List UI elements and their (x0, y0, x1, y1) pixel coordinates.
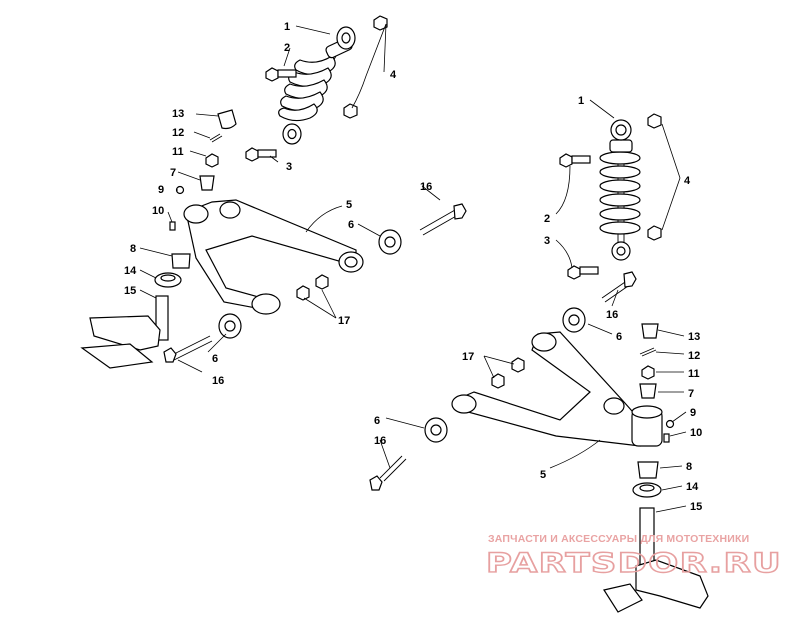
left-shock-nut-upper (373, 15, 388, 31)
left-callout-12: 12 (172, 127, 184, 139)
left-callout-4: 4 (390, 69, 397, 81)
left-bolt-16-lower (163, 335, 213, 363)
right-callout-16-lower: 16 (374, 435, 386, 447)
right-leader-lines (379, 99, 687, 513)
left-dust-cap (217, 109, 237, 130)
left-castle-nut (205, 153, 219, 168)
right-callout-13: 13 (688, 331, 700, 343)
left-callout-17: 17 (338, 315, 350, 327)
right-castle-nut (641, 365, 655, 380)
left-callout-7: 7 (170, 167, 176, 179)
right-callout-11: 11 (688, 368, 700, 380)
right-callout-6-lower: 6 (374, 415, 380, 427)
right-callout-3: 3 (544, 235, 550, 247)
right-callout-5: 5 (540, 469, 546, 481)
right-a-arm (451, 331, 663, 447)
left-nut-17-a (296, 285, 310, 301)
right-shock-absorber (599, 119, 641, 261)
right-shock-nut-upper (647, 113, 662, 129)
left-shock-absorber (278, 26, 356, 145)
right-bushing-7 (639, 383, 657, 399)
left-leader-lines (139, 23, 441, 373)
watermark-brand: PARTSDOR.RU (486, 548, 782, 579)
right-grease-fitting-9 (665, 419, 675, 429)
right-callout-10: 10 (690, 427, 702, 439)
right-bushing-6-lower (424, 417, 448, 443)
left-bushing-6-upper (378, 229, 402, 255)
left-callout-16-upper: 16 (420, 181, 432, 193)
left-callout-6-upper: 6 (348, 219, 354, 231)
right-callout-4: 4 (684, 175, 691, 187)
left-callout-5: 5 (346, 199, 352, 211)
right-callout-12: 12 (688, 350, 700, 362)
right-callout-14: 14 (686, 481, 699, 493)
left-callout-11: 11 (172, 146, 184, 158)
right-shock-bolt-lower (567, 265, 599, 280)
right-callout-16-upper: 16 (606, 309, 618, 321)
left-callout-14: 14 (124, 265, 137, 277)
right-steering-spindle (603, 507, 709, 613)
left-a-arm (183, 199, 364, 315)
right-callout-7: 7 (688, 388, 694, 400)
left-callout-10: 10 (152, 205, 164, 217)
right-callout-6-upper: 6 (616, 331, 622, 343)
left-cotter-pin (209, 133, 223, 143)
right-washer-14 (632, 482, 662, 498)
right-bushing-8 (637, 461, 659, 479)
left-bushing-6-lower (218, 313, 242, 339)
left-washer-14 (154, 272, 182, 288)
left-callout-6-lower: 6 (212, 353, 218, 365)
right-callout-2: 2 (544, 213, 550, 225)
right-shock-bolt-upper (559, 153, 591, 168)
left-shock-bolt-lower (245, 147, 277, 162)
right-callout-15: 15 (690, 501, 702, 513)
right-callout-17: 17 (462, 351, 474, 363)
left-callout-8: 8 (130, 243, 136, 255)
left-callout-3: 3 (286, 161, 292, 173)
right-callout-9: 9 (690, 407, 696, 419)
left-shock-bolt-upper (265, 67, 297, 82)
left-bolt-16-upper (419, 203, 467, 236)
right-shock-nut-lower (647, 225, 662, 241)
right-nut-17-b (491, 373, 505, 389)
watermark: ЗАПЧАСТИ И АКСЕССУАРЫ ДЛЯ МОТОТЕХНИКИ PA… (485, 533, 782, 580)
right-bolt-16-lower (369, 455, 407, 491)
right-callout-8: 8 (686, 461, 692, 473)
right-cotter-pin (639, 347, 657, 357)
left-callout-1: 1 (284, 21, 290, 33)
left-callout-16-lower: 16 (212, 375, 224, 387)
left-bushing-8 (171, 253, 191, 269)
right-assembly: 1 2 3 4 5 6 6 7 8 9 10 11 12 13 14 15 16… (369, 95, 709, 613)
right-bushing-6-upper (562, 307, 586, 333)
left-nut-17-b (315, 274, 329, 290)
right-bolt-16-upper (601, 271, 637, 303)
right-callout-1: 1 (578, 95, 584, 107)
left-callout-2: 2 (284, 42, 290, 54)
right-dust-cap (641, 323, 659, 339)
right-nut-17-a (511, 357, 525, 373)
left-set-screw-10 (169, 221, 176, 231)
left-shock-nut-lower (343, 103, 358, 119)
left-assembly: 1 2 3 4 5 6 6 7 8 9 10 11 12 13 14 15 16… (80, 15, 467, 387)
left-callout-15: 15 (124, 285, 136, 297)
watermark-tagline: ЗАПЧАСТИ И АКСЕССУАРЫ ДЛЯ МОТОТЕХНИКИ (488, 533, 749, 545)
left-callout-9: 9 (158, 184, 164, 196)
right-set-screw-10 (663, 433, 670, 443)
left-steering-spindle (80, 295, 169, 369)
left-bushing-7 (199, 175, 215, 191)
left-callout-13: 13 (172, 108, 184, 120)
